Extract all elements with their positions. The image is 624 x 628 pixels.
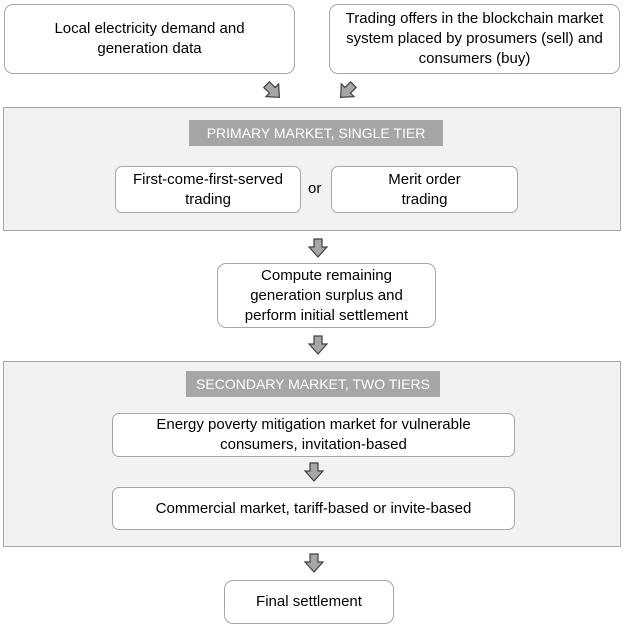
commercial-market-label: Commercial market, tariff-based or invit…	[155, 499, 472, 517]
arrow-down-left-icon	[340, 80, 358, 98]
merit-order-label: Merit order trading	[388, 170, 461, 208]
primary-market-title: PRIMARY MARKET, SINGLE TIER	[189, 120, 443, 146]
energy-poverty-market-label: Energy poverty mitigation market for vul…	[156, 416, 471, 453]
compute-surplus-label: Compute remaining generation surplus and…	[244, 266, 409, 324]
commercial-market-box: Commercial market, tariff-based or invit…	[112, 487, 515, 530]
compute-surplus-box: Compute remaining generation surplus and…	[217, 263, 436, 328]
first-come-first-served-box: First-come-first-served trading	[115, 166, 301, 213]
secondary-market-title-text: SECONDARY MARKET, TWO TIERS	[196, 376, 430, 392]
arrow-down-icon	[308, 238, 328, 258]
input-demand-data-box: Local electricity demand and generation …	[4, 4, 295, 74]
arrow-down-icon	[308, 335, 328, 355]
merit-order-box: Merit order trading	[331, 166, 518, 213]
primary-market-title-text: PRIMARY MARKET, SINGLE TIER	[206, 125, 426, 141]
input-demand-data-label: Local electricity demand and generation …	[54, 20, 245, 57]
secondary-market-title: SECONDARY MARKET, TWO TIERS	[186, 371, 440, 397]
or-connector: or	[308, 180, 322, 197]
final-settlement-box: Final settlement	[224, 580, 394, 624]
arrow-down-icon	[304, 462, 324, 482]
final-settlement-label: Final settlement	[256, 593, 362, 610]
first-come-first-served-label: First-come-first-served trading	[132, 170, 283, 208]
arrow-down-icon	[304, 553, 324, 573]
input-trading-offers-box: Trading offers in the blockchain market …	[329, 4, 620, 74]
input-trading-offers-label: Trading offers in the blockchain market …	[345, 10, 604, 67]
energy-poverty-market-box: Energy poverty mitigation market for vul…	[112, 413, 515, 457]
arrow-down-right-icon	[262, 80, 280, 98]
